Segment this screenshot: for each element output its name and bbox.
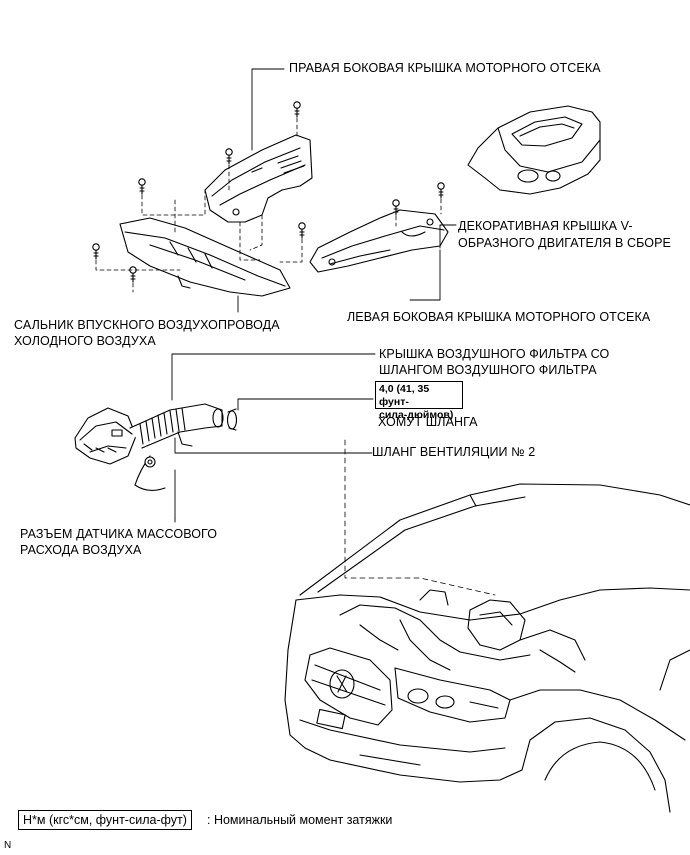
air-filter-cap-part bbox=[74, 403, 224, 491]
label-hose-clamp: ХОМУТ ШЛАНГА bbox=[378, 415, 478, 429]
torque-spec-line2: сила-дюймов) bbox=[379, 409, 454, 421]
label-filter-cap-line2: ШЛАНГОМ ВОЗДУШНОГО ФИЛЬТРА bbox=[379, 363, 597, 377]
v-engine-cover-part bbox=[467, 105, 601, 195]
leader-lines-top bbox=[237, 68, 457, 313]
label-deco-cover-line1: ДЕКОРАТИВНАЯ КРЫШКА V- bbox=[458, 219, 633, 233]
clamp-location-dashed-line bbox=[344, 439, 496, 596]
legend-unit-box: Н*м (кгс*см, фунт-сила-фут) bbox=[18, 810, 192, 830]
intake-duct-seal-part bbox=[119, 217, 291, 297]
label-maf-connector-line1: РАЗЪЕМ ДАТЧИКА МАССОВОГО bbox=[20, 527, 218, 541]
torque-spec-box: 4,0 (41, 35 фунт- сила-дюймов) bbox=[375, 381, 463, 421]
vehicle-front-illustration bbox=[284, 483, 690, 813]
label-intake-seal-line2: ХОЛОДНОГО ВОЗДУХА bbox=[14, 334, 156, 348]
torque-spec-line1: 4,0 (41, 35 фунт- bbox=[379, 383, 430, 408]
label-right-side-cover: ПРАВАЯ БОКОВАЯ КРЫШКА МОТОРНОГО ОТСЕКА bbox=[289, 61, 601, 75]
left-side-cover-part bbox=[309, 209, 449, 273]
assembly-dashed-lines bbox=[95, 117, 442, 293]
hose-clamp-part bbox=[226, 408, 238, 431]
corner-mark: N bbox=[4, 840, 12, 851]
label-deco-cover-line2: ОБРАЗНОГО ДВИГАТЕЛЯ В СБОРЕ bbox=[458, 236, 671, 250]
label-maf-connector-line2: РАСХОДА ВОЗДУХА bbox=[20, 543, 142, 557]
label-intake-seal-line1: САЛЬНИК ВПУСКНОГО ВОЗДУХОПРОВОДА bbox=[14, 318, 280, 332]
right-side-cover-part bbox=[204, 134, 313, 223]
label-vent-hose: ШЛАНГ ВЕНТИЛЯЦИИ № 2 bbox=[372, 445, 536, 459]
leader-lines-middle bbox=[171, 353, 376, 519]
legend-description: : Номинальный момент затяжки bbox=[207, 813, 393, 827]
label-filter-cap-line1: КРЫШКА ВОЗДУШНОГО ФИЛЬТРА СО bbox=[379, 347, 610, 361]
label-left-side-cover: ЛЕВАЯ БОКОВАЯ КРЫШКА МОТОРНОГО ОТСЕКА bbox=[347, 310, 651, 324]
